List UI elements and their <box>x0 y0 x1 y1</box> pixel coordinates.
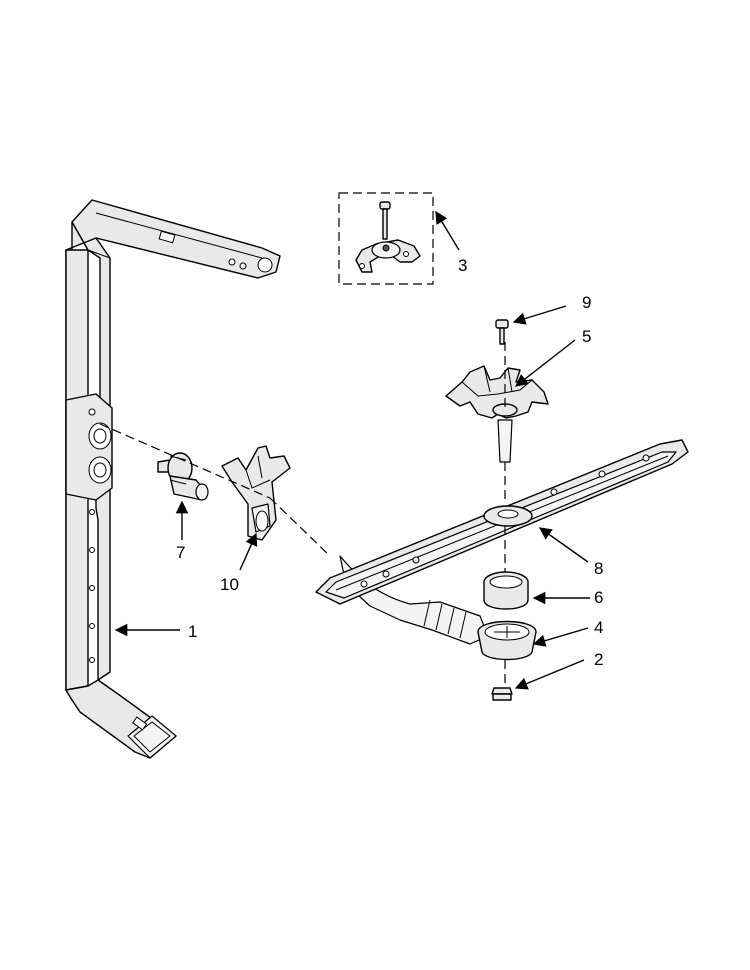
part-7-nozzle[interactable] <box>157 452 209 501</box>
callout-4: 4 <box>594 618 603 637</box>
part-2-screw[interactable] <box>491 687 513 701</box>
callout-1: 1 <box>188 622 197 641</box>
leader-10 <box>239 532 258 571</box>
part-8-spray-arm[interactable] <box>315 439 689 645</box>
part-9-screw[interactable] <box>495 319 509 345</box>
part-4-hub-bearing[interactable] <box>477 620 537 661</box>
leader-4 <box>532 627 589 647</box>
callout-6: 6 <box>594 588 603 607</box>
part-3-hub-kit-box[interactable] <box>338 192 434 285</box>
callout-9: 9 <box>582 293 591 312</box>
callout-10: 10 <box>220 575 239 594</box>
part-5-spray-arm-mount[interactable] <box>445 365 549 463</box>
callout-5: 5 <box>582 327 591 346</box>
callout-8: 8 <box>594 559 603 578</box>
callout-2: 2 <box>594 650 603 669</box>
leader-2 <box>514 659 585 690</box>
part-6-ring-seal[interactable] <box>483 571 529 610</box>
leader-8 <box>538 527 589 563</box>
callout-labels: 3 9 5 7 10 8 6 4 2 1 <box>176 256 603 669</box>
leader-9 <box>512 305 567 325</box>
assembly-lines <box>99 342 506 684</box>
leader-3 <box>435 210 460 251</box>
callout-7: 7 <box>176 543 185 562</box>
callout-3: 3 <box>458 256 467 275</box>
part-1-supply-tube[interactable] <box>65 199 281 759</box>
leader-5 <box>515 339 576 387</box>
part-10-bracket[interactable] <box>221 445 291 541</box>
leader-arrows <box>114 210 590 690</box>
